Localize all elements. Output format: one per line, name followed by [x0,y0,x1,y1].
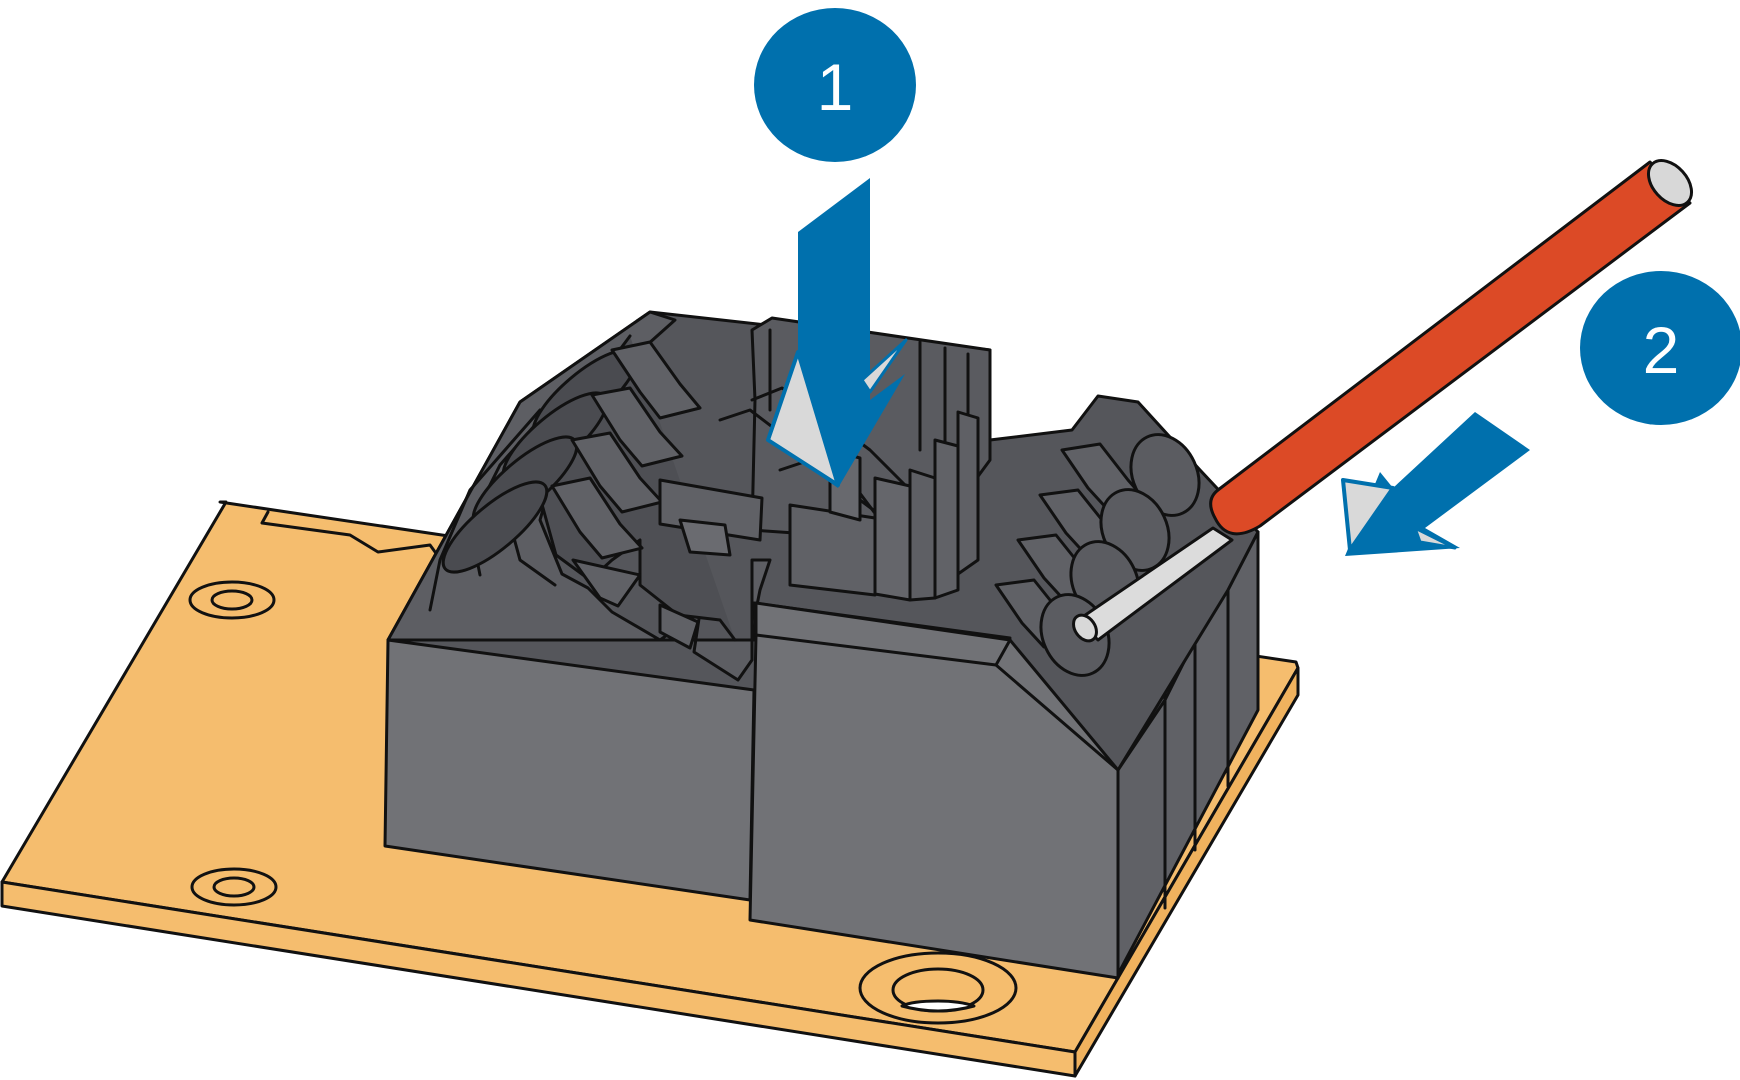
mounting-hole-left-top [188,580,276,620]
step-1-badge: 1 [754,8,916,162]
mounting-hole-left-bottom [190,867,278,907]
step-2-badge: 2 [1580,271,1740,425]
terminal-block [383,310,1260,980]
insert-arrow-icon [1341,412,1530,556]
down-arrow-icon [766,178,908,488]
step-2-label: 2 [1643,313,1680,387]
mounting-hole-front [858,951,1018,1025]
step-1-label: 1 [817,50,854,124]
wire [1072,159,1694,643]
wire-insulation [1209,160,1692,536]
